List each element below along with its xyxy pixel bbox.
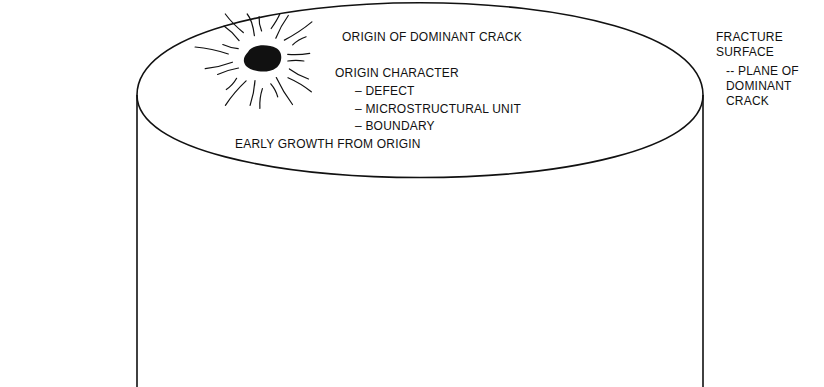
fracture-surface-outline bbox=[137, 3, 703, 178]
growth-line bbox=[288, 53, 310, 54]
text-label: FRACTURE SURFACE bbox=[716, 30, 820, 60]
growth-line bbox=[276, 78, 292, 105]
growth-line bbox=[247, 14, 254, 36]
text-label: -- PLANE OF DOMINANT CRACK bbox=[726, 64, 820, 109]
growth-line bbox=[195, 47, 228, 54]
growth-line bbox=[260, 89, 263, 109]
growth-line bbox=[223, 45, 238, 49]
crack-origin bbox=[244, 45, 281, 71]
text-label: – DEFECT bbox=[355, 84, 415, 99]
text-label: ORIGIN OF DOMINANT CRACK bbox=[342, 30, 522, 45]
growth-line bbox=[288, 78, 311, 92]
growth-line bbox=[284, 22, 312, 40]
growth-line bbox=[225, 81, 246, 105]
growth-line bbox=[226, 78, 236, 89]
growth-line bbox=[250, 81, 255, 106]
growth-line bbox=[218, 68, 239, 75]
growth-line bbox=[271, 14, 280, 29]
side-note: FRACTURE SURFACE -- PLANE OF DOMINANT CRA… bbox=[716, 30, 820, 109]
growth-line bbox=[293, 37, 306, 45]
specimen-side bbox=[702, 95, 704, 387]
growth-line bbox=[276, 16, 289, 39]
text-label: EARLY GROWTH FROM ORIGIN bbox=[235, 137, 421, 152]
text-label: – BOUNDARY bbox=[355, 119, 435, 134]
growth-line bbox=[271, 84, 278, 97]
growth-line bbox=[289, 69, 308, 79]
growth-line bbox=[224, 26, 239, 40]
specimen-side bbox=[136, 95, 138, 387]
growth-line bbox=[225, 14, 243, 33]
growth-line bbox=[259, 17, 262, 31]
growth-line bbox=[205, 62, 232, 68]
growth-line bbox=[288, 60, 304, 62]
text-label: – MICROSTRUCTURAL UNIT bbox=[355, 102, 521, 117]
text-label: ORIGIN CHARACTER bbox=[335, 66, 459, 81]
early-growth-lines bbox=[195, 14, 312, 108]
